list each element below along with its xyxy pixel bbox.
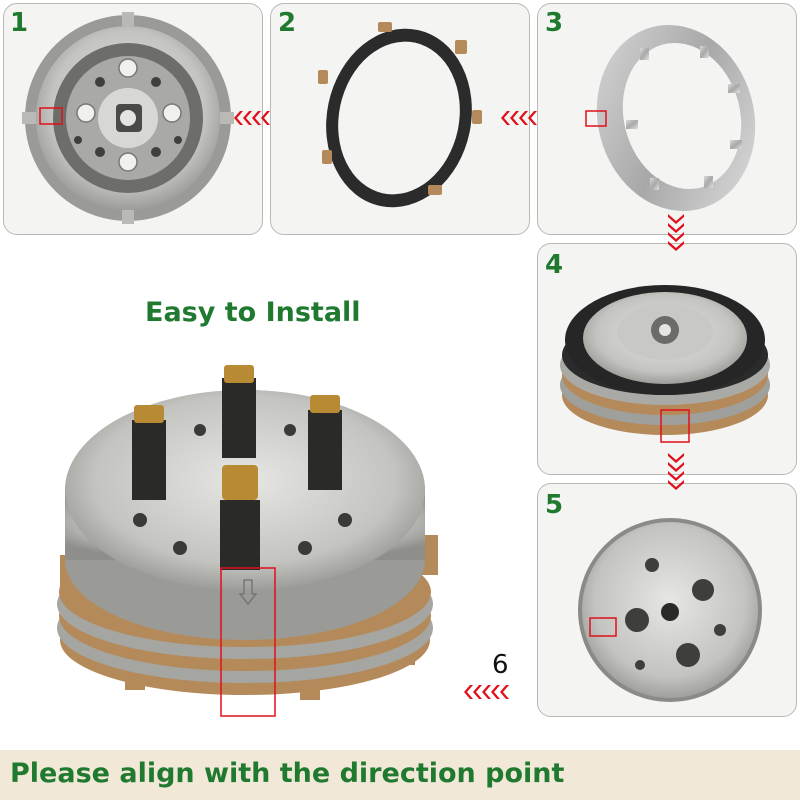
footer-instruction: Please align with the direction point xyxy=(10,758,565,789)
arrow-step3-to-step4 xyxy=(668,214,684,251)
step-number-6: 6 xyxy=(492,650,509,680)
footer-bar xyxy=(0,750,800,800)
assembled-clutch-image xyxy=(57,365,438,717)
steel-plate-image xyxy=(585,24,756,212)
friction-plate-image xyxy=(318,22,482,208)
pressure-plate-image xyxy=(578,518,762,702)
arrow-step2-to-step1 xyxy=(234,111,270,125)
easy-install-heading: Easy to Install xyxy=(145,297,361,328)
arrow-step5-to-main xyxy=(464,685,509,699)
step-number-5: 5 xyxy=(545,490,564,520)
step-number-4: 4 xyxy=(545,250,564,280)
plate-stack-image xyxy=(560,285,770,443)
step-number-1: 1 xyxy=(10,8,29,38)
arrow-step4-to-step5 xyxy=(668,453,684,490)
step-number-2: 2 xyxy=(278,8,297,38)
clutch-basket-image xyxy=(22,12,234,224)
step-number-3: 3 xyxy=(545,8,564,38)
arrow-step3-to-step2 xyxy=(501,111,537,125)
